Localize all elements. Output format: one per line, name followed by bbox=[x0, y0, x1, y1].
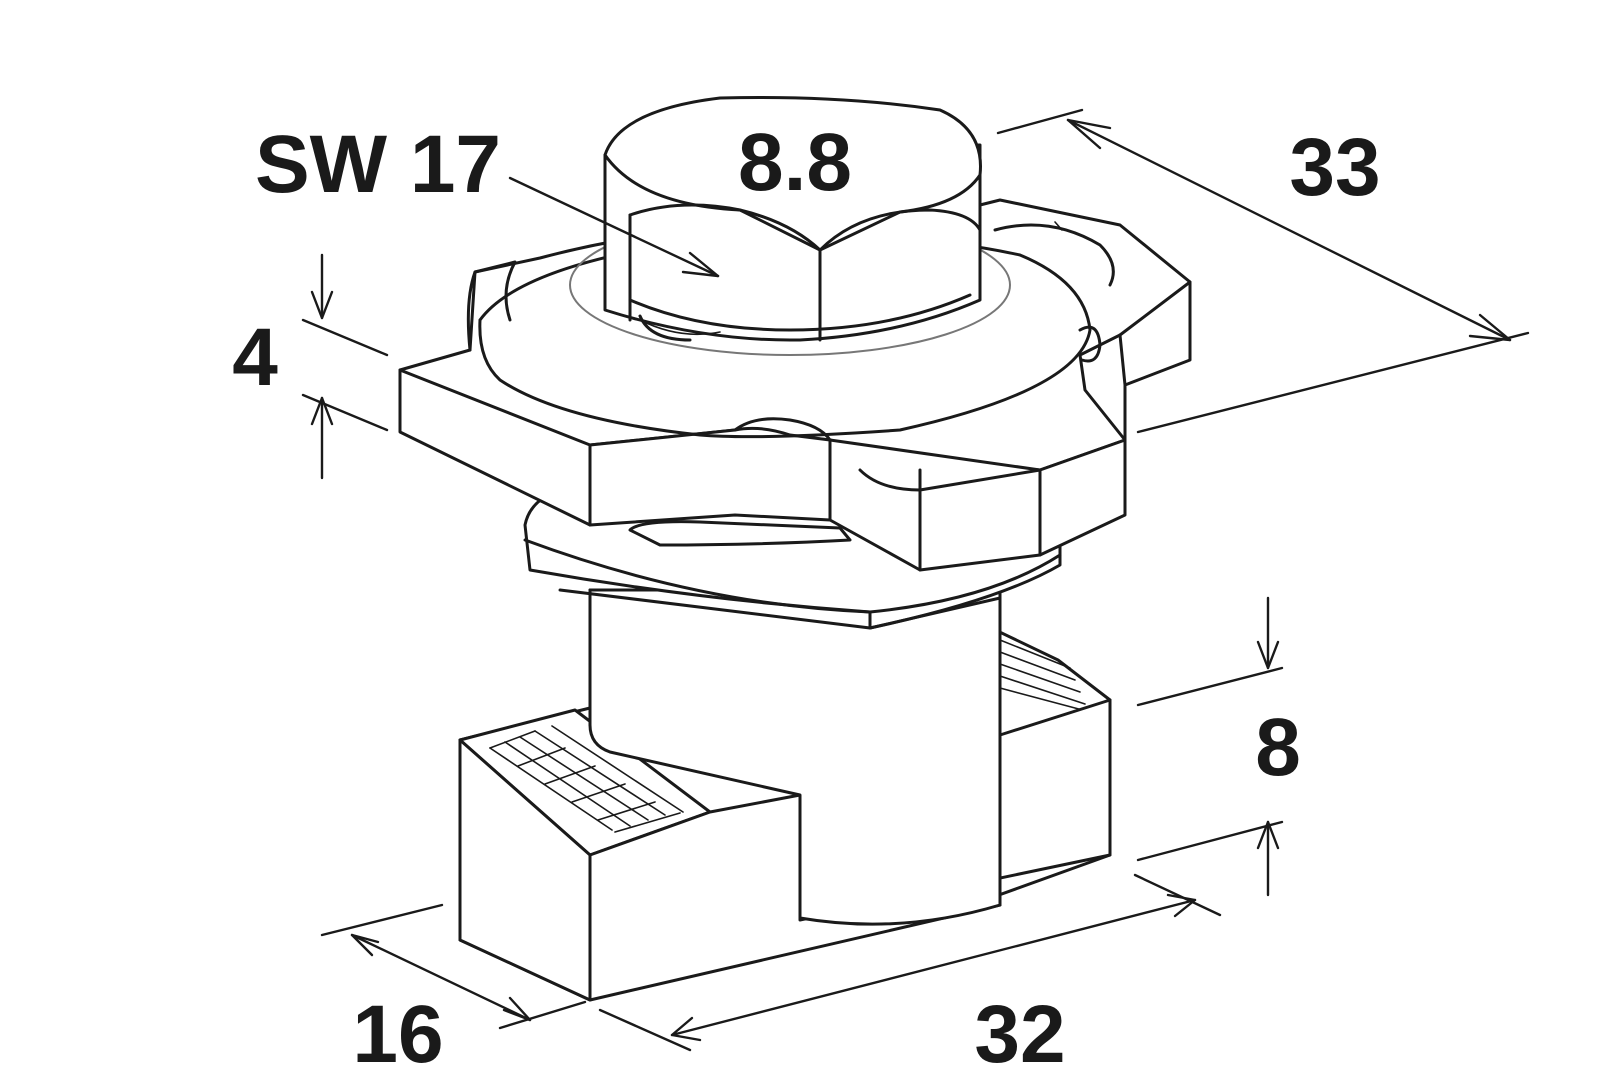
nut-width-label: 16 bbox=[352, 989, 443, 1080]
left-teeth bbox=[489, 725, 684, 833]
dim-4 bbox=[301, 253, 389, 480]
dim-32 bbox=[598, 873, 1222, 1052]
bolt-grade-label: 8.8 bbox=[738, 117, 852, 208]
wrench-size-label: SW 17 bbox=[255, 119, 501, 210]
nut-height-label: 8 bbox=[1255, 702, 1301, 793]
dim-16 bbox=[320, 903, 587, 1030]
dim-33 bbox=[996, 108, 1530, 434]
bolt-shaft bbox=[588, 588, 1002, 926]
plate-width-label: 33 bbox=[1289, 122, 1380, 213]
sw17-leader bbox=[508, 176, 720, 278]
plate-thickness-label: 4 bbox=[232, 312, 278, 403]
dim-8 bbox=[1136, 596, 1284, 897]
slot-nut bbox=[458, 623, 1112, 1002]
dimensions bbox=[301, 108, 1530, 1052]
right-teeth bbox=[999, 639, 1091, 713]
hex-head bbox=[603, 96, 982, 342]
nut-length-label: 32 bbox=[974, 989, 1065, 1080]
